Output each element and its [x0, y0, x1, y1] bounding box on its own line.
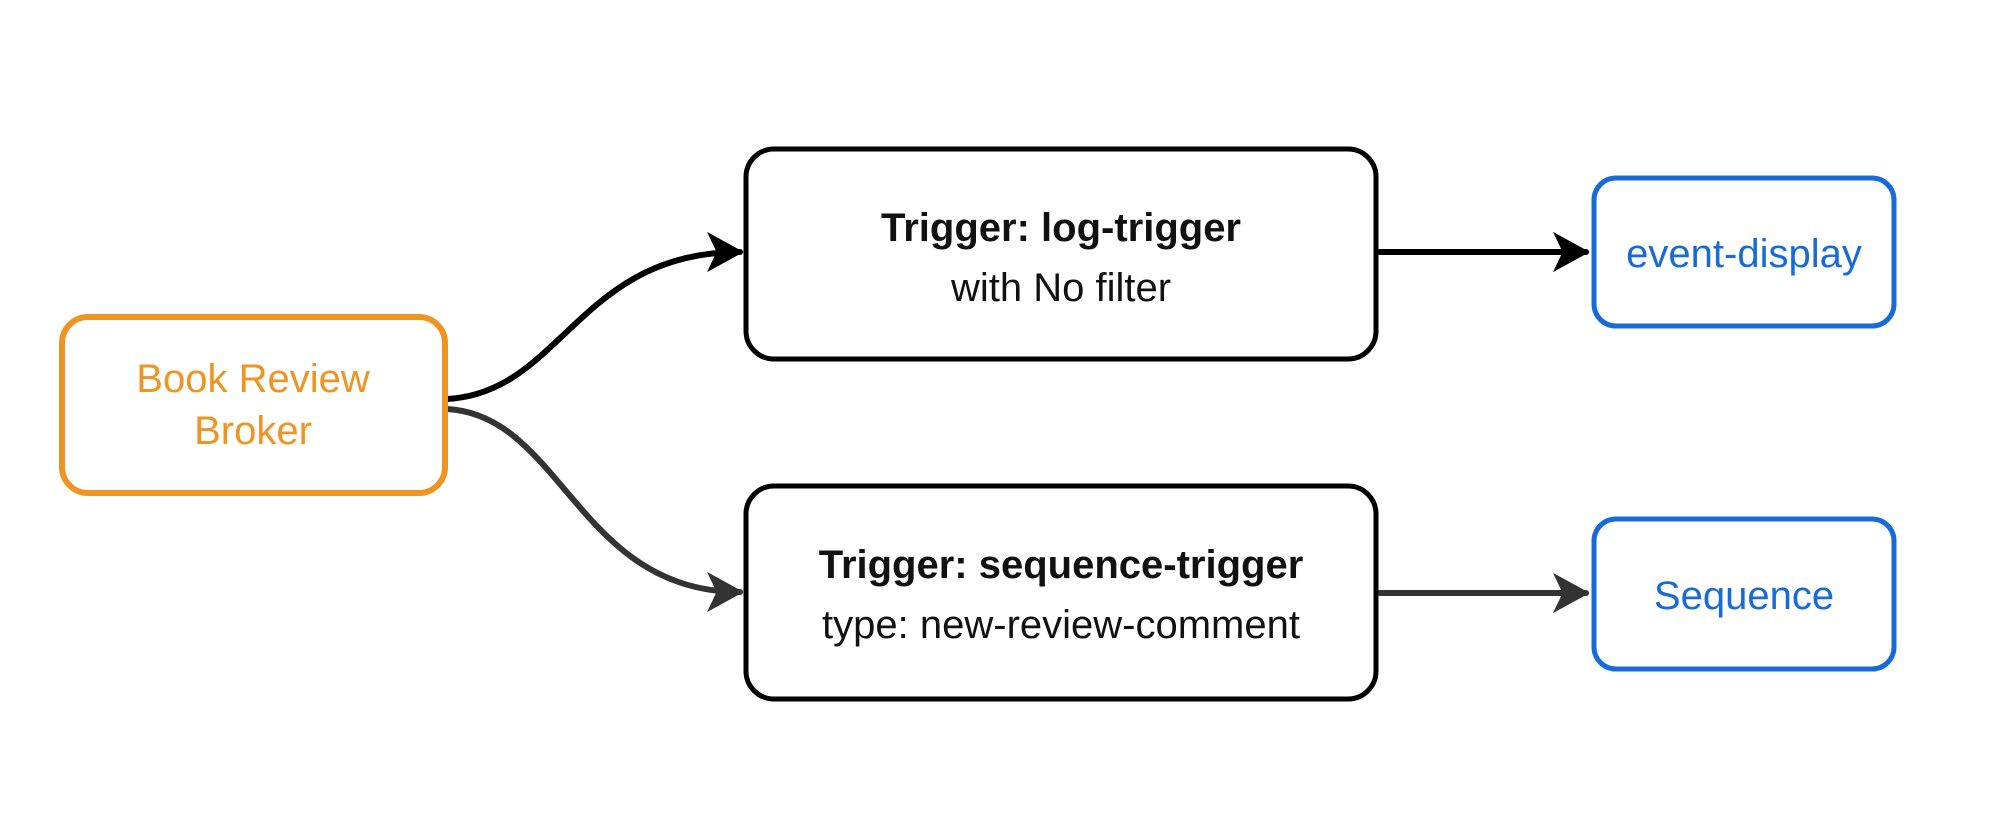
log-trigger-subtitle: with No filter	[950, 266, 1171, 310]
edge-broker-to-log-trigger	[444, 231, 744, 402]
event-display-box	[1591, 175, 1897, 329]
edges	[444, 231, 1590, 614]
node-broker: Book Review Broker	[59, 314, 448, 496]
sequence-box	[1591, 516, 1897, 672]
node-sequence-trigger: Trigger: sequence-trigger type: new-revi…	[743, 483, 1379, 702]
log-trigger-box	[743, 146, 1379, 362]
node-sequence: Sequence	[1591, 516, 1897, 672]
sequence-label: Sequence	[1654, 574, 1834, 618]
broker-label-line1: Book Review	[136, 357, 370, 401]
edge-broker-to-sequence-trigger	[444, 406, 744, 613]
log-trigger-title: Trigger: log-trigger	[881, 206, 1241, 250]
sequence-trigger-subtitle: type: new-review-comment	[822, 603, 1300, 647]
broker-label-line2: Broker	[194, 409, 312, 453]
node-log-trigger: Trigger: log-trigger with No filter	[743, 146, 1379, 362]
event-display-label: event-display	[1626, 232, 1862, 276]
sequence-trigger-box	[743, 483, 1379, 702]
node-event-display: event-display	[1591, 175, 1897, 329]
broker-box	[59, 314, 448, 496]
sequence-trigger-title: Trigger: sequence-trigger	[819, 543, 1304, 587]
